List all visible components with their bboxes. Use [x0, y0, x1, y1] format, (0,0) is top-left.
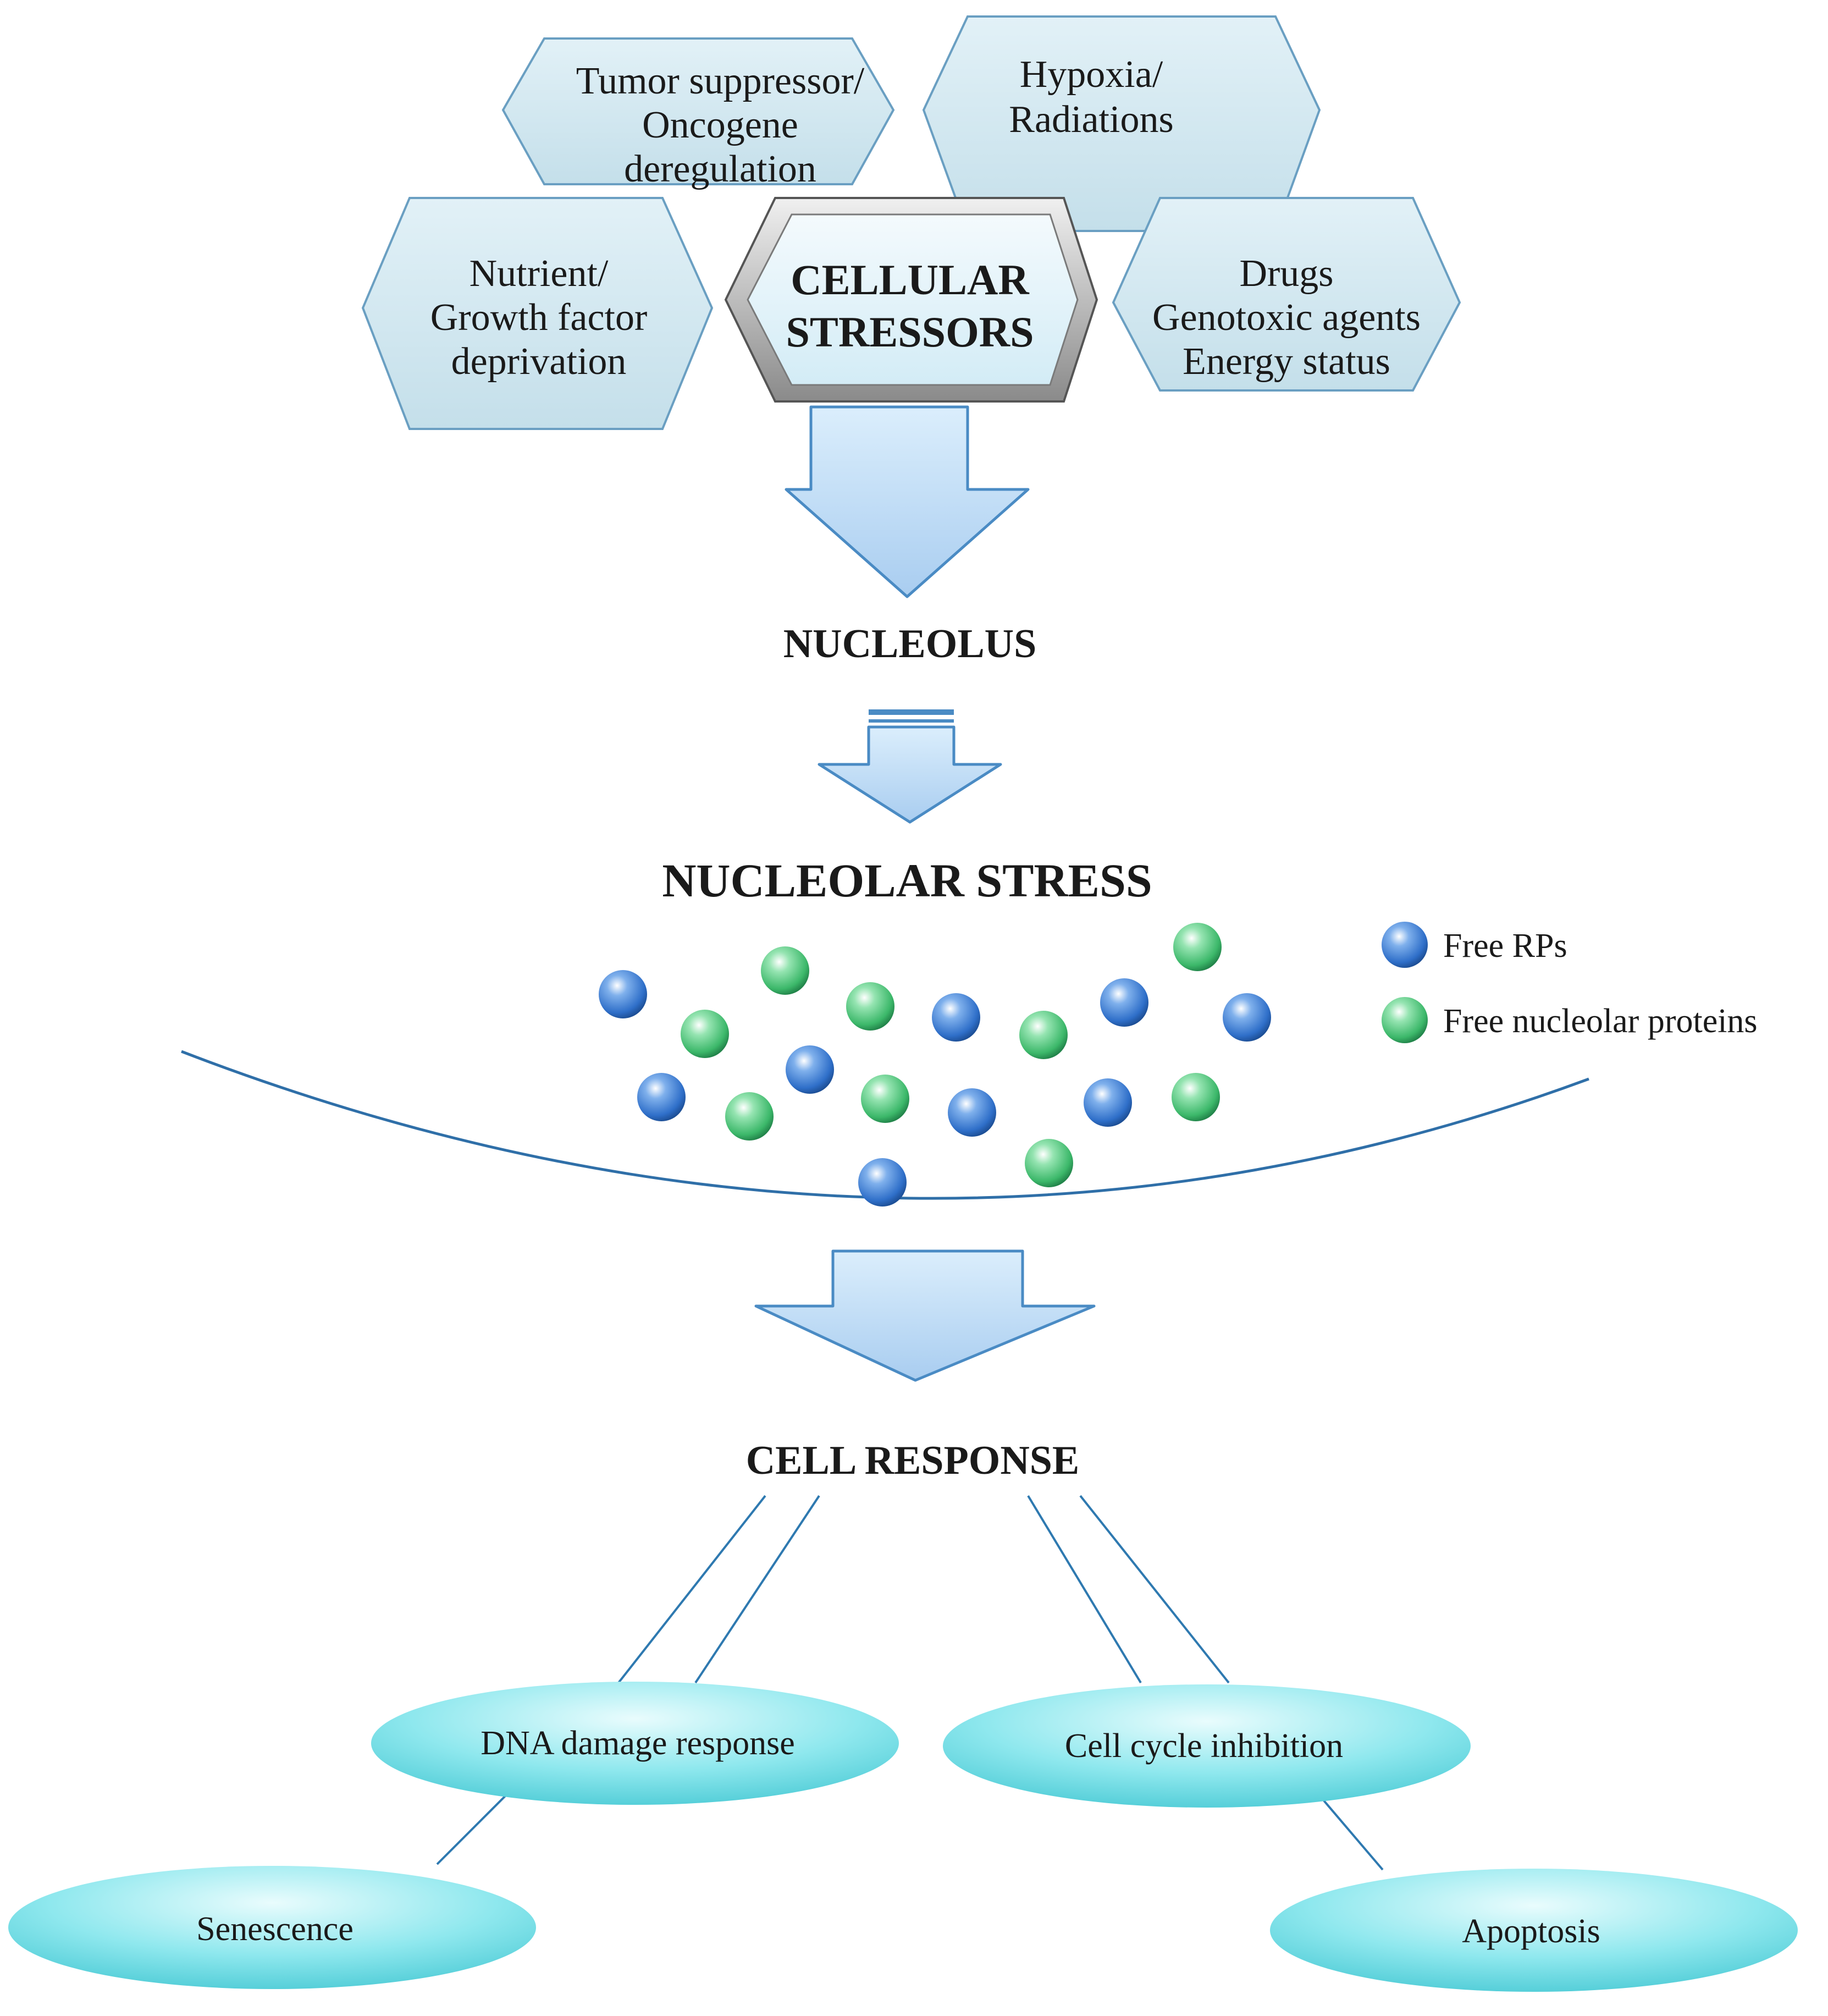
nucleolus-label: NUCLEOLUS: [783, 621, 1037, 667]
center-title-line1: CELLULAR: [791, 256, 1030, 304]
legend-free-nucleolar: Free nucleolar proteins: [1443, 1003, 1758, 1040]
connector-lines: [436, 1495, 1384, 1871]
free-rp-ball: [637, 1073, 686, 1121]
hex-hypoxia-line2: Radiations: [1009, 98, 1173, 141]
legend-free-rps: Free RPs: [1443, 927, 1567, 965]
oval-dna-damage: DNA damage response: [371, 1682, 899, 1805]
hex-nutrient-line3: deprivation: [451, 340, 627, 383]
free-nucleolar-ball: [725, 1092, 774, 1141]
cell-response-label: CELL RESPONSE: [746, 1438, 1080, 1483]
free-rp-ball: [932, 993, 980, 1042]
legend-green-ball: [1382, 997, 1428, 1043]
hex-nutrient: Nutrient/ Growth factor deprivation: [361, 197, 714, 430]
free-nucleolar-ball: [1025, 1139, 1073, 1187]
hex-hypoxia-line1: Hypoxia/: [1020, 53, 1163, 96]
oval-apoptosis: Apoptosis: [1270, 1869, 1798, 1992]
oval-senescence: Senescence: [8, 1866, 536, 1989]
arrow-to-cell-response: [754, 1249, 1096, 1382]
hex-nutrient-line2: Growth factor: [430, 296, 648, 339]
free-rp-ball: [599, 970, 647, 1018]
free-rp-ball: [786, 1045, 834, 1094]
free-rp-ball: [1084, 1078, 1132, 1127]
hex-tumor-line2: Oncogene: [642, 104, 798, 146]
free-rp-ball: [948, 1088, 996, 1137]
hex-drugs: Drugs Genotoxic agents Energy status: [1112, 197, 1461, 392]
free-nucleolar-ball: [861, 1075, 909, 1123]
legend: Free RPs Free nucleolar proteins: [1382, 922, 1758, 1043]
free-nucleolar-ball: [1019, 1011, 1068, 1059]
arrow-to-nucleolus: [785, 405, 1030, 598]
protein-balls: [599, 923, 1271, 1207]
senescence-label: Senescence: [196, 1910, 354, 1948]
hex-drugs-line1: Drugs: [1239, 252, 1333, 295]
hex-hypoxia: Hypoxia/ Radiations: [922, 15, 1321, 232]
free-nucleolar-ball: [681, 1010, 729, 1058]
center-title-line2: STRESSORS: [786, 308, 1034, 356]
cell-cycle-label: Cell cycle inhibition: [1065, 1727, 1343, 1765]
free-nucleolar-ball: [846, 982, 894, 1031]
free-nucleolar-ball: [761, 946, 809, 995]
nucleolar-stress-label: NUCLEOLAR STRESS: [662, 854, 1152, 907]
hex-nutrient-line1: Nutrient/: [470, 252, 609, 295]
free-nucleolar-ball: [1173, 923, 1222, 971]
oval-cell-cycle: Cell cycle inhibition: [943, 1684, 1471, 1808]
free-rp-ball: [1223, 993, 1271, 1042]
hex-tumor-line3: deregulation: [624, 148, 816, 190]
hex-tumor-line1: Tumor suppressor/: [576, 60, 865, 102]
hex-drugs-line2: Genotoxic agents: [1152, 296, 1421, 339]
hex-drugs-line3: Energy status: [1183, 340, 1390, 383]
legend-blue-ball: [1382, 922, 1428, 968]
free-rp-ball: [858, 1158, 907, 1207]
free-nucleolar-ball: [1172, 1073, 1220, 1121]
arrow-to-stress: [818, 709, 1002, 824]
dna-damage-label: DNA damage response: [481, 1725, 795, 1762]
hex-tumor-suppressor: Tumor suppressor/ Oncogene deregulation: [501, 37, 895, 190]
free-rp-ball: [1100, 978, 1148, 1027]
apoptosis-label: Apoptosis: [1462, 1913, 1600, 1950]
hex-cellular-stressors: CELLULAR STRESSORS: [724, 197, 1098, 403]
